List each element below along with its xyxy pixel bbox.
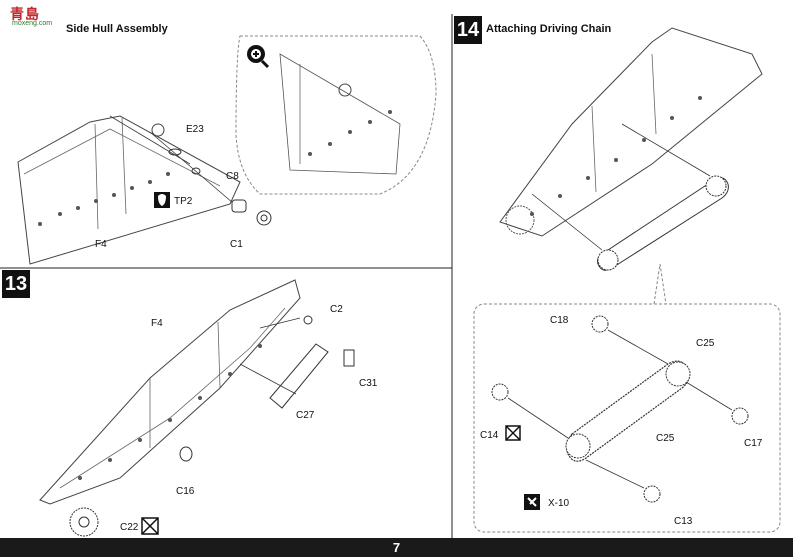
page-footer: 7	[0, 538, 793, 557]
label-c16: C16	[176, 486, 195, 497]
label-c1: C1	[230, 239, 243, 250]
label-c14: C14	[480, 430, 499, 441]
label-e23: E23	[186, 124, 204, 135]
magnifier-icon	[247, 45, 270, 69]
step-12-panel: Side Hull Assembly	[0, 14, 452, 268]
label-c22: C22	[120, 522, 139, 533]
step-14-drawing	[473, 27, 781, 533]
page-number: 7	[392, 540, 401, 555]
no-glue-icon-step14	[505, 425, 521, 441]
site-logo: 青島 moxeng.com	[2, 2, 66, 28]
label-tp2: TP2	[174, 196, 193, 207]
step-13-panel: 13 F4 C2 C31 C27 C16 C2	[0, 268, 452, 538]
label-c2: C2	[330, 304, 343, 315]
label-c25-mid: C25	[656, 433, 675, 444]
label-x10: X-10	[548, 498, 570, 509]
label-c17: C17	[744, 438, 763, 449]
label-c25-top: C25	[696, 338, 715, 349]
glue-icon	[154, 192, 170, 208]
step-12-title: Side Hull Assembly	[66, 23, 168, 35]
label-f4-top: F4	[95, 239, 107, 250]
label-c31: C31	[359, 378, 378, 389]
logo-sub: moxeng.com	[12, 20, 53, 27]
step-12-drawing	[17, 35, 437, 265]
no-glue-icon	[141, 517, 159, 535]
label-c13: C13	[674, 516, 693, 527]
label-f4-mid: F4	[151, 318, 163, 329]
step-14-number: 14	[454, 16, 482, 44]
step-14-panel: 14 Attaching Driving Chain	[452, 14, 793, 538]
label-c8: C8	[226, 171, 239, 182]
logo-text: 青島	[10, 6, 40, 22]
step-14-title: Attaching Driving Chain	[486, 23, 612, 35]
label-c18: C18	[550, 315, 569, 326]
knife-icon	[524, 494, 540, 510]
step-13-number: 13	[2, 270, 30, 298]
step-13-drawing	[39, 279, 355, 537]
label-c27: C27	[296, 410, 315, 421]
